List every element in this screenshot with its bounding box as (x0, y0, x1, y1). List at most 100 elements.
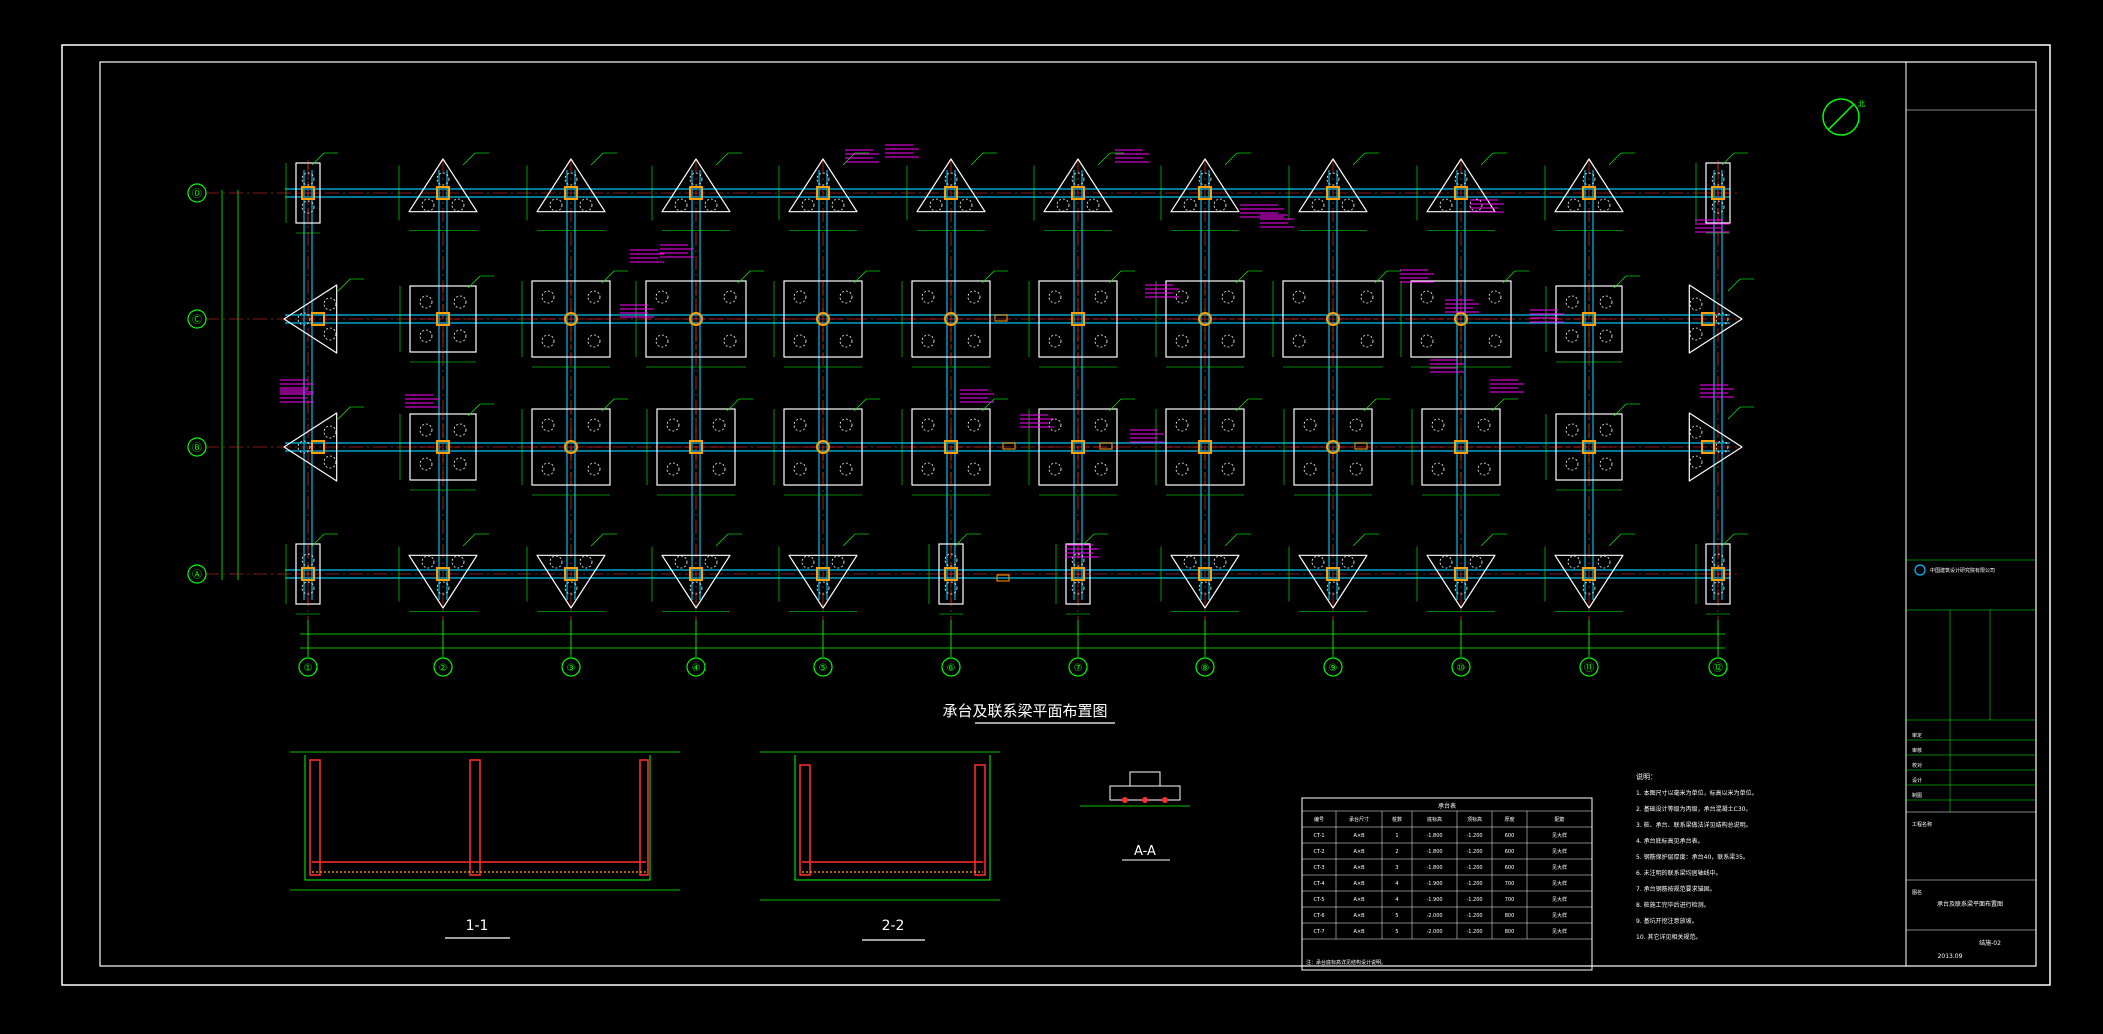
table-header-cell: 桩数 (1392, 816, 1402, 823)
pile (793, 462, 807, 476)
pile (674, 198, 688, 212)
column-marker (1582, 186, 1596, 200)
row-axis-bubble (187, 183, 207, 203)
pile (967, 462, 981, 476)
table-cell: CT-5 (1313, 897, 1324, 903)
column-marker (816, 440, 830, 454)
triangular-pile-cap (1688, 412, 1743, 482)
north-arrow: 北 (1822, 98, 1865, 136)
table-cell: -1.900 (1426, 881, 1442, 887)
pile (1711, 172, 1725, 186)
table-cell: A×B (1353, 849, 1365, 855)
drawing-label: 图名 (1912, 889, 1922, 896)
table-cell: CT-2 (1313, 849, 1324, 855)
triangular-pile-cap (916, 158, 986, 213)
table-header-cell: 厚度 (1504, 816, 1514, 823)
pile (921, 334, 935, 348)
triangular-pile-cap (1554, 158, 1624, 213)
pile (1056, 198, 1070, 212)
company-logo-icon (1914, 564, 1926, 576)
pile (1597, 198, 1611, 212)
pile (1349, 418, 1363, 432)
column-axis-bubble (561, 657, 581, 677)
column-marker (301, 567, 315, 581)
pile (1565, 457, 1579, 471)
note-line: 2. 基础设计等级为丙级，承台混凝土C30。 (1636, 805, 1751, 813)
triangular-pile-cap (1298, 554, 1368, 609)
triangular-pile-cap (1043, 158, 1113, 213)
table-cell: A×B (1353, 865, 1365, 871)
pile (1439, 198, 1453, 212)
column-marker (1071, 567, 1085, 581)
pile (1689, 327, 1703, 341)
table-cell: 600 (1505, 865, 1515, 871)
column-marker (816, 567, 830, 581)
pile (655, 290, 669, 304)
table-cell: A×B (1353, 833, 1365, 839)
pile (921, 290, 935, 304)
pile (587, 418, 601, 432)
table-cell: 见大样 (1552, 864, 1567, 871)
pile (1175, 290, 1189, 304)
pile (451, 198, 465, 212)
table-cell: 4 (1395, 897, 1398, 903)
notes-title: 说明： (1636, 772, 1657, 781)
pile (1221, 462, 1235, 476)
table-cell: 800 (1505, 913, 1515, 919)
pile (1311, 198, 1325, 212)
pile (1567, 198, 1581, 212)
pile (1565, 329, 1579, 343)
row-axis-label: Ⓓ (192, 188, 202, 200)
pile (1213, 555, 1227, 569)
pile (1711, 553, 1725, 567)
column-marker (1582, 312, 1596, 326)
pile (541, 334, 555, 348)
pile (1711, 581, 1725, 595)
north-label: 北 (1858, 100, 1865, 108)
column-marker (436, 440, 450, 454)
pile (1599, 329, 1613, 343)
column-marker (689, 567, 703, 581)
sheet-number: 结施-02 (1979, 939, 2001, 947)
column-axis-label: ⑧ (1201, 663, 1210, 674)
pile (1477, 418, 1491, 432)
triangular-pile-cap (1426, 554, 1496, 609)
table-header-cell: 底标高 (1427, 816, 1442, 823)
pile (1431, 462, 1445, 476)
pile (419, 423, 433, 437)
pile (666, 462, 680, 476)
table-cell: 800 (1505, 929, 1515, 935)
column-marker (311, 312, 325, 326)
pile (301, 553, 315, 567)
column-marker (1701, 440, 1715, 454)
column-marker (944, 186, 958, 200)
section-a-a: A-A (1080, 771, 1190, 861)
table-cell: -1.800 (1426, 833, 1442, 839)
column-marker (1071, 312, 1085, 326)
pile (323, 425, 337, 439)
column-axis-bubble (1579, 657, 1599, 677)
column-marker (944, 567, 958, 581)
column-axis-bubble (941, 657, 961, 677)
title-field-label: 制图 (1912, 792, 1922, 799)
pile (323, 297, 337, 311)
column-marker (1701, 312, 1715, 326)
pile (1292, 290, 1306, 304)
pile (1469, 198, 1483, 212)
pile (1477, 462, 1491, 476)
column-marker (1198, 186, 1212, 200)
column-marker (1454, 312, 1468, 326)
table-cell: -1.200 (1466, 929, 1482, 935)
column-marker (564, 567, 578, 581)
pile (1715, 312, 1729, 326)
pile (1094, 462, 1108, 476)
pile (436, 581, 450, 595)
column-marker (436, 186, 450, 200)
pile (564, 172, 578, 186)
pile (1175, 418, 1189, 432)
pile (297, 440, 311, 454)
column-marker (689, 312, 703, 326)
pile (587, 290, 601, 304)
